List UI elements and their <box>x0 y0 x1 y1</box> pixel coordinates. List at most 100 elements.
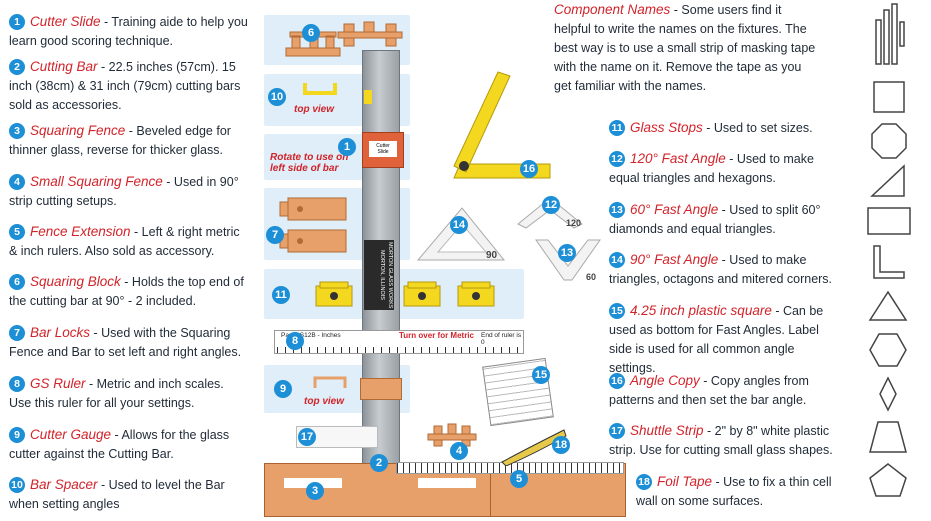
number-badge: 2 <box>9 59 25 75</box>
ruler-ticks <box>277 347 521 353</box>
bar-spacer-icon <box>303 83 337 95</box>
component-name: 60° Fast Angle <box>630 202 719 217</box>
component-name: Angle Copy <box>630 373 700 388</box>
component-desc: - Allows for the glass cutter against th… <box>9 428 230 461</box>
component-desc: - Use to fix a thin cell wall on some su… <box>636 475 832 508</box>
cutter-slide-label: Cutter Slide <box>369 141 397 157</box>
number-badge: 15 <box>609 303 625 319</box>
component-desc: - Left & right metric & inch rulers. Als… <box>9 225 240 258</box>
component-name: Squaring Fence <box>30 123 126 138</box>
component-name: Bar Locks <box>30 325 91 340</box>
glass-stop-icon <box>315 281 353 307</box>
small-squaring-fence-icon <box>427 423 477 447</box>
callout-5: 5 <box>510 470 528 488</box>
component-name: 120° Fast Angle <box>630 151 726 166</box>
component-name: GS Ruler <box>30 376 86 391</box>
number-badge: 13 <box>609 202 625 218</box>
component-desc: - Holds the top end of the cutting bar a… <box>9 275 244 308</box>
callout-17: 17 <box>298 428 316 446</box>
component-desc: - 2" by 8" white plastic strip. Use for … <box>609 424 833 457</box>
component-desc: - Metric and inch scales. Use this ruler… <box>9 377 224 410</box>
number-badge: 3 <box>9 123 25 139</box>
fast-angle-60-icon <box>535 239 601 281</box>
right-item-13: 13 60° Fast Angle - Used to split 60° dia… <box>609 200 834 239</box>
component-desc: - Used to set sizes. <box>702 121 813 135</box>
component-desc: - Used to split 60° diamonds and equal t… <box>609 203 821 236</box>
number-badge: 7 <box>9 325 25 341</box>
number-badge: 14 <box>609 252 625 268</box>
left-item-8: 8 GS Ruler - Metric and inch scales. Use … <box>9 374 249 413</box>
component-name: Squaring Block <box>30 274 121 289</box>
shuttle-strip <box>296 426 378 448</box>
glass-stop-icon <box>457 281 495 307</box>
callout-2: 2 <box>370 454 388 472</box>
callout-7: 7 <box>266 226 284 244</box>
callout-16: 16 <box>520 160 538 178</box>
component-name: Cutter Gauge <box>30 427 112 442</box>
component-desc: - 22.5 inches (57cm). 15 inch (38cm) & 3… <box>9 60 241 112</box>
fence-slot-mid <box>418 478 476 488</box>
square-icon <box>873 81 905 113</box>
component-name: Bar Spacer <box>30 477 98 492</box>
angle-120-label: 120 <box>566 218 582 228</box>
number-badge: 18 <box>636 474 652 490</box>
callout-10: 10 <box>268 88 286 106</box>
left-item-7: 7 Bar Locks - Used with the Squaring Fenc… <box>9 323 249 362</box>
number-badge: 16 <box>609 373 625 389</box>
component-desc: - Used to level the Bar when setting ang… <box>9 478 225 511</box>
number-badge: 11 <box>609 120 625 136</box>
component-desc: - Copy angles from patterns and then set… <box>609 374 809 407</box>
component-name: Cutting Bar <box>30 59 98 74</box>
ruler-turn-label: Turn over for Metric <box>399 331 474 340</box>
callout-9: 9 <box>274 380 292 398</box>
component-name: Fence Extension <box>30 224 131 239</box>
ruler-part-label: Part GS12B - Inches <box>281 332 341 339</box>
squaring-block-icon <box>285 31 341 57</box>
shapes-column <box>867 3 911 497</box>
bar-brand-text: MORTON GLASS WORKS <box>387 241 393 309</box>
callout-15: 15 <box>532 366 550 384</box>
rotate-note: Rotate to use on left side of bar <box>270 152 349 174</box>
number-badge: 1 <box>9 14 25 30</box>
pentagon-icon <box>869 463 907 497</box>
callout-11: 11 <box>272 286 290 304</box>
top-view-label-2: top view <box>304 396 345 407</box>
component-name: Shuttle Strip <box>630 423 704 438</box>
cutter-gauge-icon <box>313 376 347 388</box>
callout-6: 6 <box>302 24 320 42</box>
component-desc: - Can be used as bottom for Fast Angles.… <box>609 304 824 375</box>
bar-location-text: MORTON, ILLINOIS <box>379 250 385 300</box>
callout-12: 12 <box>542 196 560 214</box>
number-badge: 8 <box>9 376 25 392</box>
gs-ruler: Part GS12B - Inches Turn over for Metric… <box>274 330 524 354</box>
parts-diagram: MORTON GLASS WORKS MORTON, ILLINOIS Cutt… <box>258 0 628 521</box>
component-name: Small Squaring Fence <box>30 174 163 189</box>
triangle-icon <box>868 290 908 321</box>
squaring-fence <box>264 463 498 517</box>
component-names-title: Component Names <box>554 2 671 17</box>
number-badge: 10 <box>9 477 25 493</box>
component-desc: - Used to make triangles, octagons and m… <box>609 253 833 286</box>
callout-8: 8 <box>286 332 304 350</box>
component-desc: - Used with the Squaring Fence and Bar t… <box>9 326 242 359</box>
strips-icon <box>875 3 905 65</box>
angle-60-label: 60 <box>586 272 597 282</box>
right-triangle-icon <box>870 164 905 197</box>
component-desc: - Training aide to help you learn good s… <box>9 15 248 48</box>
callout-4: 4 <box>450 442 468 460</box>
number-badge: 17 <box>609 423 625 439</box>
number-badge: 9 <box>9 427 25 443</box>
number-badge: 12 <box>609 151 625 167</box>
callout-1: 1 <box>338 138 356 156</box>
right-item-17: 17 Shuttle Strip - 2" by 8" white plastic… <box>609 421 834 460</box>
number-badge: 5 <box>9 224 25 240</box>
angle-90-label: 90 <box>486 250 498 261</box>
component-names-text: - Some users find it helpful to write th… <box>554 3 816 93</box>
fast-angle-90-icon <box>416 207 506 261</box>
ruler-end-label: End of ruler is 0 <box>481 332 522 346</box>
